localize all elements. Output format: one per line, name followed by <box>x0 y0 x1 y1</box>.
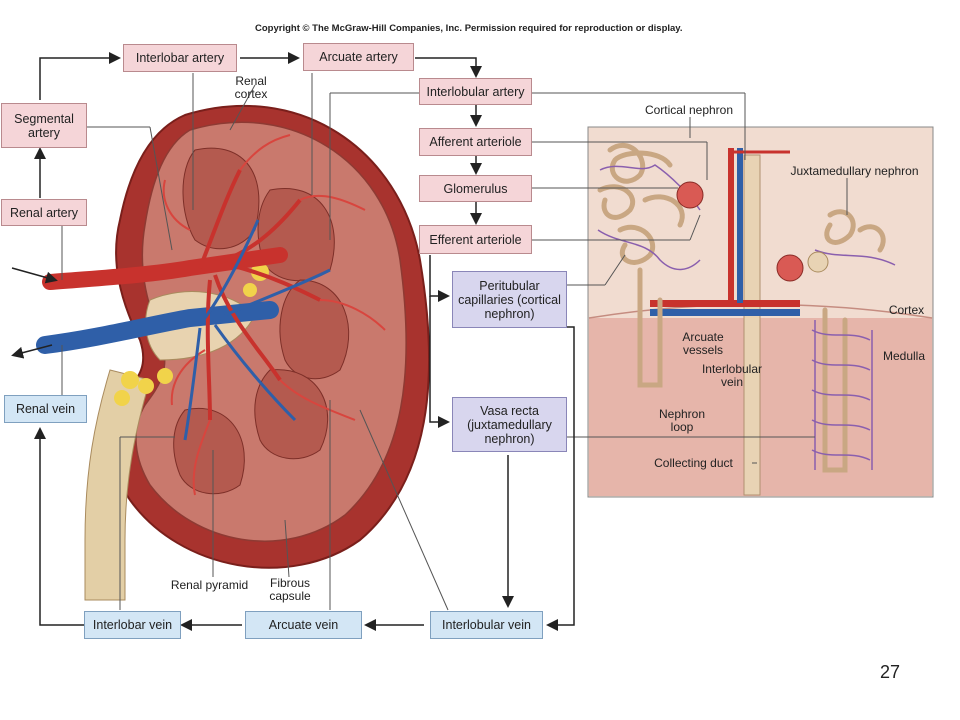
renal-pyramid-label: Renal pyramid <box>170 578 249 592</box>
juxtamedullary-nephron-label: Juxtamedullary nephron <box>790 164 919 178</box>
glomerulus-box: Glomerulus <box>419 175 532 202</box>
medulla-label: Medulla <box>882 349 926 363</box>
segmental-artery-box: Segmental artery <box>1 103 87 148</box>
interlobular-vein-inset-label: Interlobular vein <box>701 362 763 389</box>
efferent-arteriole-box: Efferent arteriole <box>419 225 532 254</box>
renal-cortex-label: Renal cortex <box>234 74 268 101</box>
renal-vein-box: Renal vein <box>4 395 87 423</box>
afferent-arteriole-box: Afferent arteriole <box>419 128 532 156</box>
interlobar-artery-box: Interlobar artery <box>123 44 237 72</box>
nephron-inset-illustration <box>587 126 934 498</box>
arcuate-artery-box: Arcuate artery <box>303 43 414 71</box>
nephron-loop-label: Nephron loop <box>658 407 706 434</box>
arcuate-vein-box: Arcuate vein <box>245 611 362 639</box>
interlobular-vein-box: Interlobular vein <box>430 611 543 639</box>
interlobar-vein-box: Interlobar vein <box>84 611 181 639</box>
peritubular-capillaries-box: Peritubular capillaries (cortical nephro… <box>452 271 567 328</box>
copyright-notice: Copyright © The McGraw-Hill Companies, I… <box>255 23 683 34</box>
renal-artery-box: Renal artery <box>1 199 87 226</box>
cortical-nephron-label: Cortical nephron <box>644 103 734 117</box>
page-number: 27 <box>880 662 901 682</box>
cortex-label: Cortex <box>888 303 925 317</box>
vasa-recta-box: Vasa recta (juxtamedullary nephron) <box>452 397 567 452</box>
fibrous-capsule-label: Fibrous capsule <box>269 576 311 603</box>
kidney-illustration <box>11 105 431 601</box>
interlobular-artery-box: Interlobular artery <box>419 78 532 105</box>
collecting-duct-label: Collecting duct <box>654 456 733 470</box>
arcuate-vessels-label: Arcuate vessels <box>682 330 724 357</box>
